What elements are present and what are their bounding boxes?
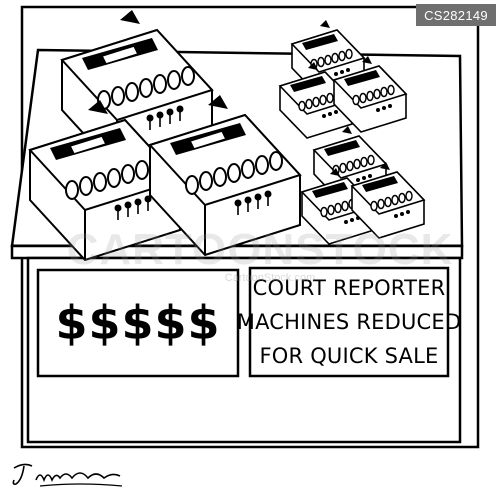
- sale-sign-line-3: FOR QUICK SALE: [259, 344, 439, 368]
- sale-sign: COURT REPORTER MACHINES REDUCED FOR QUIC…: [237, 268, 461, 376]
- watermark-subtext: CartoonStock.com: [224, 272, 316, 284]
- sale-sign-line-1: COURT REPORTER: [252, 276, 446, 300]
- image-id-badge: CS282149: [416, 4, 496, 26]
- artist-signature: [12, 463, 123, 487]
- watermark-text: CARTOONSTOCK: [66, 225, 454, 274]
- sale-sign-line-2: MACHINES REDUCED: [236, 310, 462, 334]
- price-sign: $$$$$: [55, 296, 221, 350]
